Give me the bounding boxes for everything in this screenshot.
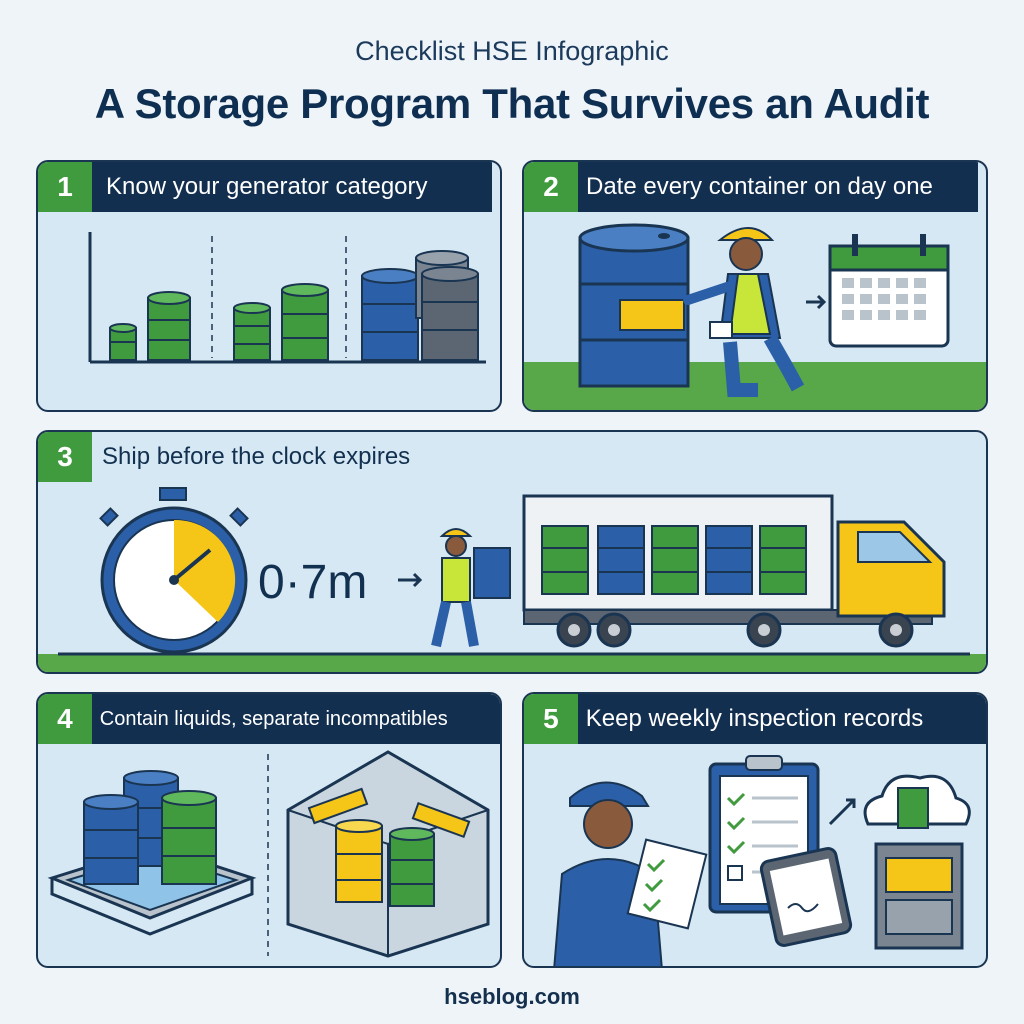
drum-icon (281, 283, 329, 361)
containment-illustration (47, 750, 490, 958)
step-1-number: 1 (38, 162, 92, 212)
step-4-panel: 4 Contain liquids, separate incompatible… (36, 692, 502, 968)
step-1-title: Know your generator category (92, 162, 492, 212)
drum-icon (389, 827, 435, 907)
step-5-number: 5 (524, 694, 578, 744)
cloud-icon (863, 774, 971, 829)
drum-icon (335, 819, 383, 903)
drum-icon (578, 223, 690, 388)
step-1-header: 1 Know your generator category (38, 162, 500, 212)
step-1-panel: 1 Know your generator category (36, 160, 502, 412)
tablet-icon (759, 847, 853, 947)
step-4-title: Contain liquids, separate incompatibles (91, 694, 500, 744)
drum-icon (651, 525, 699, 595)
step-5-header: 5 Keep weekly inspection records (524, 694, 986, 744)
drum-icon (83, 794, 139, 885)
step-3-number: 3 (38, 432, 92, 482)
drum-icon (597, 525, 645, 595)
step-3-panel: 3 Ship before the clock expires 0·7m (36, 430, 988, 674)
drum-icon (233, 302, 271, 361)
truck-icon (522, 494, 946, 648)
clipboard-icon (626, 838, 708, 930)
inspection-records-illustration (553, 755, 971, 966)
drum-icon (759, 525, 807, 595)
step-2-number: 2 (524, 162, 578, 212)
stopwatch-icon (99, 487, 249, 654)
step-2-panel: 2 Date every container on day one (522, 160, 988, 412)
worker-icon (431, 528, 511, 648)
infographic-title: A Storage Program That Survives an Audit (94, 80, 930, 127)
calendar-icon (828, 234, 950, 348)
step-2-title: Date every container on day one (578, 162, 978, 212)
drum-icon (161, 790, 217, 885)
step-4-number: 4 (38, 694, 92, 744)
drum-icon (415, 250, 479, 361)
step-4-header: 4 Contain liquids, separate incompatible… (38, 694, 500, 744)
drum-icon (361, 268, 419, 361)
ship-clock-illustration: 0·7m (38, 487, 986, 672)
clock-readout: 0·7m (258, 556, 367, 609)
step-2-header: 2 Date every container on day one (524, 162, 986, 212)
worker-icon (683, 227, 805, 397)
generator-category-illustration (88, 232, 486, 364)
step-5-title: Keep weekly inspection records (577, 694, 986, 744)
date-container-illustration (524, 223, 986, 410)
step-3-header: 3 Ship before the clock expires (38, 432, 986, 482)
infographic-kicker: Checklist HSE Infographic (355, 36, 669, 66)
footer-site-url: hseblog.com (444, 984, 580, 1009)
fence-icon (286, 750, 490, 958)
step-3-title: Ship before the clock expires (102, 443, 411, 470)
drum-icon (147, 291, 191, 361)
drum-icon (705, 525, 753, 595)
drum-icon (541, 525, 589, 595)
drum-icon (109, 323, 137, 361)
step-5-panel: 5 Keep weekly inspection records (522, 692, 988, 968)
file-cabinet-icon (874, 842, 964, 950)
